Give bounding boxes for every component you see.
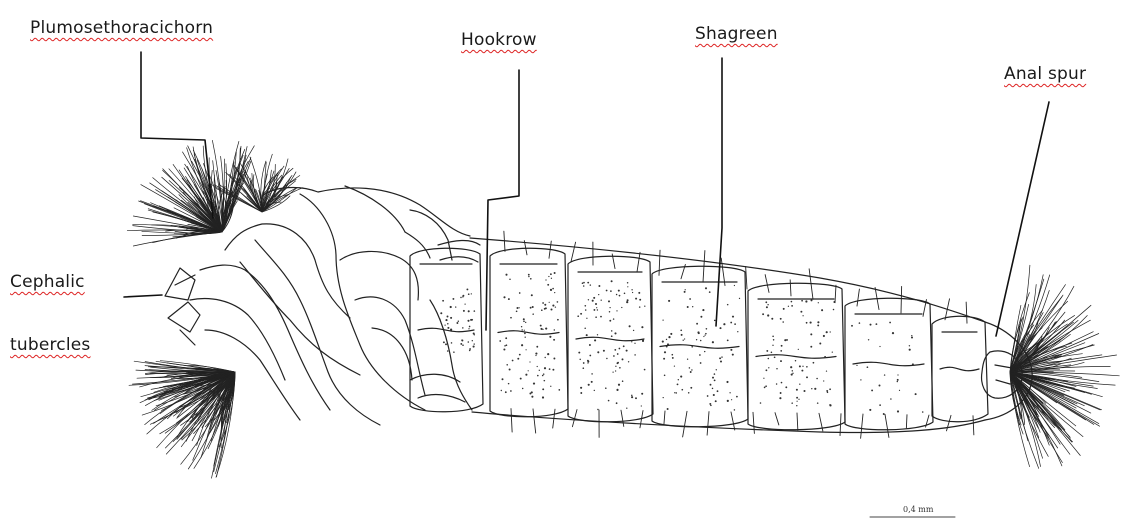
label-tubercles: tubercles [10, 335, 91, 355]
label-plumose-thoracic-horn: Plumosethoracichorn [30, 18, 213, 38]
label-hookrow: Hookrow [461, 30, 537, 50]
abdomen-outline [470, 238, 1032, 433]
cephalic-tubercles [165, 268, 200, 345]
terminal-setae-tuft [1010, 265, 1119, 468]
label-cephalic: Cephalic [10, 272, 85, 292]
abdominal-segments [410, 248, 988, 430]
thoracic-horn-plume-bottom [129, 361, 235, 479]
thoracic-horn-plume-top [127, 140, 254, 246]
abdominal-setae [504, 231, 974, 438]
shagreen-stipple [439, 272, 923, 415]
leader-cephalic [124, 295, 162, 297]
label-anal-spur: Anal spur [1004, 64, 1086, 84]
label-shagreen: Shagreen [695, 24, 778, 44]
leader-hookrow [486, 70, 519, 330]
leader-plume [141, 52, 213, 218]
leader-shagreen [716, 58, 722, 326]
scale-bar-label: 0,4 mm [903, 505, 933, 514]
